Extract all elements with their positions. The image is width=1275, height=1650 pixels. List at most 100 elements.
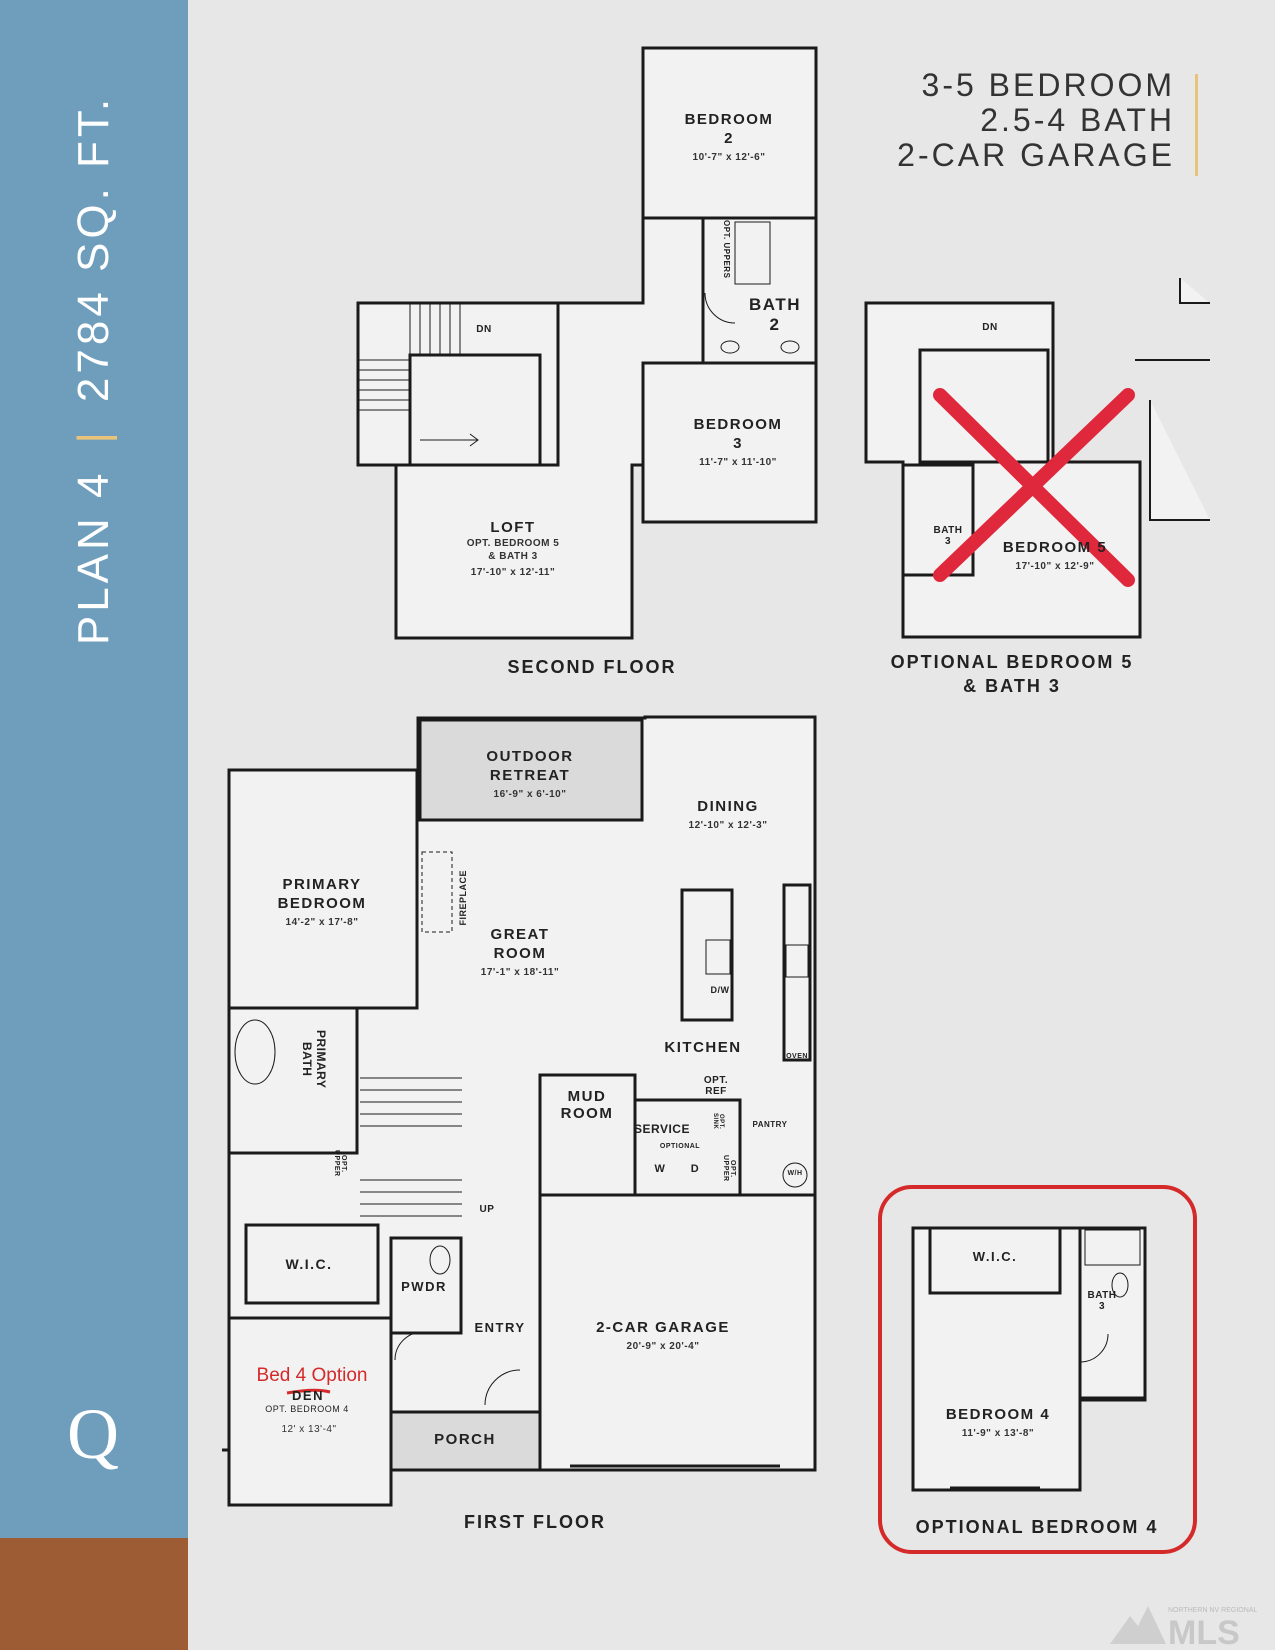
bedroom5-dims: 17'-10" x 12'-9": [1015, 561, 1095, 572]
mls-watermark: NORTHERN NV REGIONAL MLS: [1110, 1606, 1257, 1648]
features-accent-bar: [1195, 74, 1198, 176]
mud-room-label: MUD ROOM: [560, 1088, 614, 1122]
bath2-label: BATH 2: [749, 295, 801, 334]
optional-label: OPTIONAL: [659, 1143, 701, 1150]
opt-bed4-toilet: [1111, 1272, 1129, 1298]
pwdr-label: PWDR: [401, 1279, 447, 1294]
fireplace-label: FIREPLACE: [458, 870, 468, 926]
bedroom2-dims: 10'-7" x 12'-6": [692, 152, 766, 163]
main-stair-treads: [360, 1077, 462, 1217]
opt-upper-laundry-label: OPT. UPPER: [722, 1155, 736, 1182]
garage-room: [538, 1193, 817, 1472]
opt-bath3-label: BATH 3: [933, 525, 963, 547]
kitchen-label: KITCHEN: [664, 1039, 742, 1056]
opt-bed4-wic: [928, 1226, 1062, 1295]
entry-label: ENTRY: [474, 1320, 526, 1335]
outdoor-retreat: [418, 718, 644, 822]
stair-inner: [408, 353, 542, 467]
porch-label: PORCH: [434, 1431, 496, 1448]
fireplace-outline: [421, 851, 453, 933]
logo-letter: Q: [67, 1396, 119, 1474]
cross-out-mark: [933, 388, 1135, 587]
bath2-door-swing: [704, 292, 736, 324]
up-label: UP: [479, 1204, 495, 1215]
first-floor-title: FIRST FLOOR: [464, 1512, 606, 1532]
bed4-option-annotation: Bed 4 Option: [256, 1365, 368, 1386]
wic-label: W.I.C.: [285, 1256, 333, 1272]
mud-room: [538, 1073, 637, 1197]
den-door-swing: [394, 1331, 424, 1361]
pantry-label: PANTRY: [752, 1120, 788, 1129]
bath2-sink-b: [780, 340, 800, 354]
bedroom3-dims: 11'-7" x 11'-10": [699, 457, 777, 468]
washer-label: W: [654, 1163, 666, 1175]
bedroom3-room: [641, 361, 818, 524]
opt-upper-bath-label: OPT. UPPER: [333, 1150, 347, 1177]
opt-sink-label: OPT. SINK: [712, 1113, 724, 1130]
watermark-line2: MLS: [1168, 1614, 1240, 1648]
primary-bath-room: [227, 1006, 359, 1155]
wh-tank: [782, 1162, 808, 1188]
bedroom2-room: [641, 46, 818, 220]
feature-baths: 2.5-4 BATH: [980, 102, 1175, 138]
sidebar-footer-band: [0, 1538, 188, 1650]
primary-bedroom-dims: 14'-2" x 17'-8": [285, 917, 359, 928]
primary-bath-label: PRIMARY BATH: [300, 1030, 328, 1089]
opt-uppers-label: OPT. UPPERS: [722, 220, 731, 279]
loft-note: OPT. BEDROOM 5 & BATH 3: [466, 538, 560, 562]
second-floor-title: SECOND FLOOR: [507, 657, 677, 677]
opt-bed5-title: OPTIONAL BEDROOM 5 & BATH 3: [890, 652, 1134, 696]
watermark-line1: NORTHERN NV REGIONAL: [1168, 1607, 1257, 1614]
opt-bed4-title: OPTIONAL BEDROOM 4: [915, 1517, 1159, 1537]
stair-treads: [358, 303, 461, 411]
bath2-room: [701, 216, 818, 365]
dn-label: DN: [476, 324, 492, 335]
sidebar-panel: [0, 0, 188, 1538]
wh-label: W/H: [787, 1170, 803, 1177]
dining-dims: 12'-10" x 12'-3": [688, 820, 768, 831]
dryer-label: D: [690, 1163, 700, 1175]
laundry-room: [633, 1098, 742, 1197]
opt-bed5-dn-label: DN: [982, 322, 998, 333]
opt-bed4-highlight: [878, 1185, 1197, 1554]
opt-right-walls: [1135, 278, 1210, 521]
stair-arrow: [420, 433, 479, 447]
den-room: [227, 1316, 393, 1507]
porch-area: [389, 1410, 542, 1472]
wic-room: [244, 1223, 380, 1305]
pwdr-toilet: [429, 1245, 451, 1275]
opt-bed4-wic-label: W.I.C.: [972, 1249, 1018, 1264]
brand-logo: Q: [67, 1396, 119, 1474]
opt-bed4-bath3-label: BATH 3: [1087, 1290, 1117, 1312]
den-underline: [286, 1388, 331, 1395]
feature-garage: 2-CAR GARAGE: [897, 137, 1175, 173]
bath2-tub: [734, 221, 771, 285]
loft-dims: 17'-10" x 12'-11": [470, 567, 556, 578]
opt-bed4-door: [1079, 1333, 1109, 1363]
den-dims: 12' x 13'-4": [281, 1424, 337, 1435]
primary-tub: [234, 1019, 276, 1085]
entry-door-swing: [484, 1369, 521, 1406]
great-room-dims: 17'-1" x 18'-11": [480, 967, 560, 978]
opt-ref-label: OPT. REF: [703, 1075, 729, 1097]
den-note: OPT. BEDROOM 4: [265, 1404, 349, 1414]
service-label: SERVICE: [634, 1122, 690, 1136]
den-label: DEN: [292, 1388, 324, 1403]
dw-label: D/W: [710, 985, 730, 995]
garage-dims: 20'-9" x 20'-4": [626, 1341, 700, 1352]
feature-bedrooms: 3-5 BEDROOM: [921, 67, 1175, 103]
primary-bedroom-room: [227, 768, 419, 1010]
features-list: 3-5 BEDROOM 2.5-4 BATH 2-CAR GARAGE: [897, 68, 1175, 173]
opt-bed4-bath: [1078, 1226, 1147, 1400]
kitchen-island: [680, 888, 734, 1022]
mountain-icon: [1110, 1606, 1166, 1644]
